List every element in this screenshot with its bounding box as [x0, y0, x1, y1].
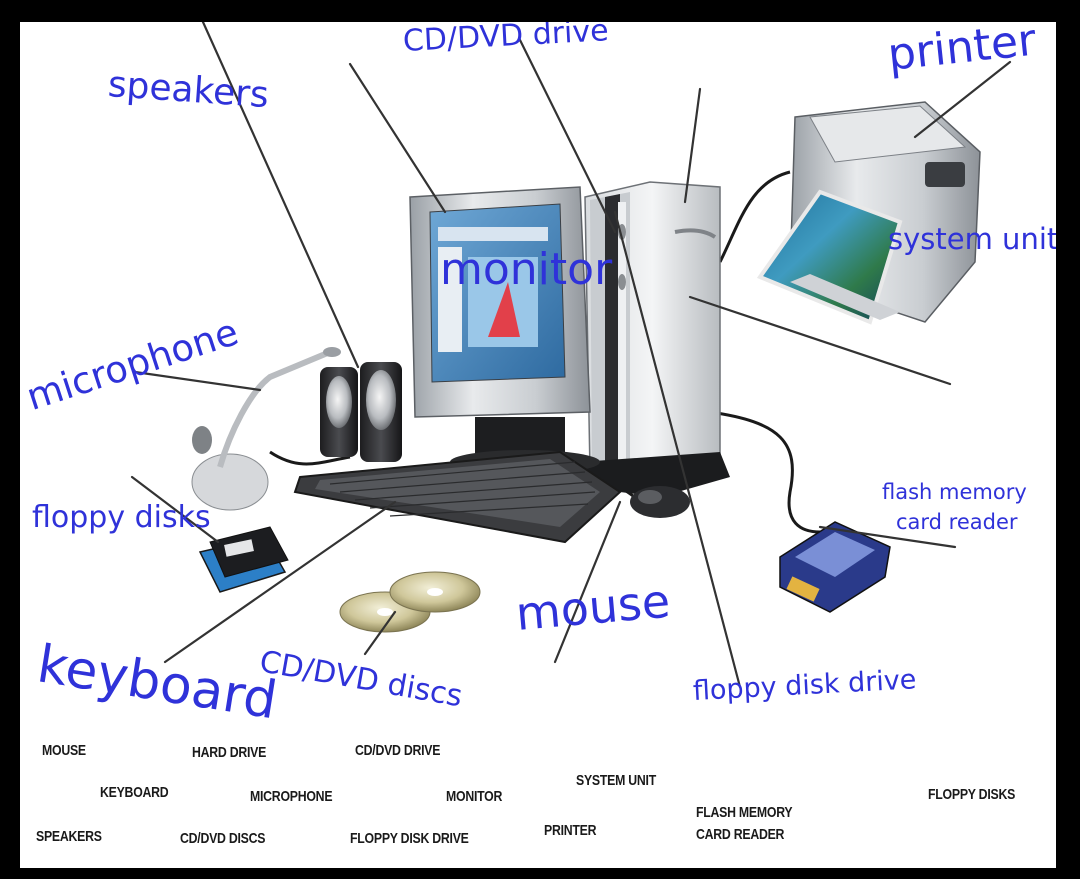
mouse-image: [630, 486, 690, 518]
label-flash-memory-line1: flash memory: [882, 480, 1027, 504]
computer-illustration: [130, 22, 1012, 689]
label-flash-memory-line2: card reader: [896, 510, 1018, 534]
label-floppy-disks: floppy disks: [32, 500, 211, 535]
floppy-disks-image: [198, 526, 289, 593]
speakers-image: [320, 362, 402, 462]
word-bank-flash-memory-line1: FLASH MEMORY: [696, 804, 793, 821]
word-bank-flash-memory-line2: CARD READER: [696, 826, 785, 843]
printer-image: [756, 101, 981, 325]
word-bank-speakers: SPEAKERS: [36, 828, 102, 845]
cd-dvd-discs-image: [339, 571, 481, 633]
word-bank-floppy-disk-drive: FLOPPY DISK DRIVE: [350, 830, 469, 847]
system-unit-image: [580, 181, 730, 497]
monitor-image: [409, 186, 600, 474]
microphone-image: [191, 347, 341, 511]
word-bank-monitor: MONITOR: [446, 788, 503, 805]
pointer-lines: [130, 22, 1012, 689]
worksheet: speakers CD/DVD drive printer monitor sy…: [20, 22, 1056, 868]
word-bank-floppy-disks: FLOPPY DISKS: [928, 786, 1016, 803]
keyboard-image: [293, 450, 622, 544]
word-bank-mouse: MOUSE: [42, 742, 86, 759]
label-monitor: monitor: [440, 244, 613, 295]
word-bank-hard-drive: HARD DRIVE: [192, 744, 267, 761]
word-bank-cd-dvd-drive: CD/DVD DRIVE: [355, 742, 441, 759]
flash-card-reader-image: [779, 521, 891, 613]
word-bank-microphone: MICROPHONE: [250, 788, 333, 805]
word-bank-printer: PRINTER: [544, 822, 597, 839]
word-bank-keyboard: KEYBOARD: [100, 784, 169, 801]
word-bank-cd-dvd-discs: CD/DVD DISCS: [180, 830, 266, 847]
word-bank-system-unit: SYSTEM UNIT: [576, 772, 656, 789]
label-system-unit: system unit: [888, 222, 1056, 256]
